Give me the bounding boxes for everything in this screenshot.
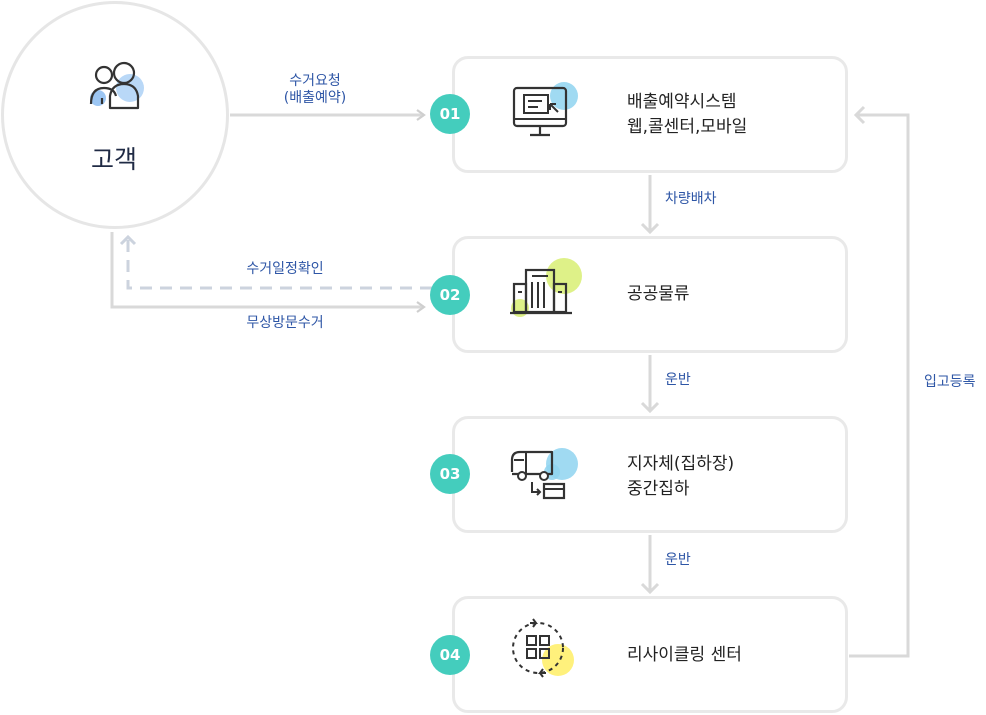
step-box-01 bbox=[452, 56, 848, 173]
step-03-line1: 지자체(집하장) bbox=[627, 454, 735, 474]
confirm-label: 수거일정확인 bbox=[246, 261, 324, 277]
request-label: 수거요청 (배출예약) bbox=[255, 73, 375, 107]
transport-label-2: 운반 bbox=[665, 552, 691, 568]
dispatch-label: 차량배차 bbox=[665, 191, 717, 207]
people-icon bbox=[89, 61, 144, 110]
request-label-line2: (배출예약) bbox=[283, 90, 347, 106]
step-badge-01: 01 bbox=[430, 94, 470, 134]
monitor-icon bbox=[512, 82, 578, 137]
step-badge-03: 03 bbox=[430, 454, 470, 494]
step-04-line1: 리사이클링 센터 bbox=[627, 645, 742, 665]
step-badge-04: 04 bbox=[430, 635, 470, 675]
register-label: 입고등록 bbox=[924, 374, 976, 390]
step-02-line1: 공공물류 bbox=[627, 284, 690, 304]
step-01-line2: 웹,콜센터,모바일 bbox=[627, 117, 748, 137]
request-label-line1: 수거요청 bbox=[289, 73, 341, 89]
transport-label-1: 운반 bbox=[665, 372, 691, 388]
arrow-confirm bbox=[126, 238, 432, 290]
step-text-01: 배출예약시스템 웹,콜센터,모바일 bbox=[627, 90, 747, 140]
customer-label: 고객 bbox=[90, 145, 137, 174]
building-icon bbox=[510, 258, 582, 317]
arrow-free-pickup bbox=[110, 232, 426, 313]
step-text-03: 지자체(집하장) 중간집하 bbox=[627, 452, 734, 502]
recycle-icon bbox=[512, 618, 574, 678]
step-box-04 bbox=[452, 596, 848, 713]
step-text-04: 리사이클링 센터 bbox=[627, 643, 742, 668]
step-01-line1: 배출예약시스템 bbox=[627, 92, 737, 112]
free-pickup-label: 무상방문수거 bbox=[246, 315, 324, 331]
step-text-02: 공공물류 bbox=[627, 282, 690, 307]
arrow-register bbox=[849, 113, 910, 658]
truck-icon bbox=[510, 448, 578, 500]
step-badge-02: 02 bbox=[430, 275, 470, 315]
step-03-line2: 중간집하 bbox=[627, 479, 690, 499]
customer-node bbox=[1, 1, 229, 229]
